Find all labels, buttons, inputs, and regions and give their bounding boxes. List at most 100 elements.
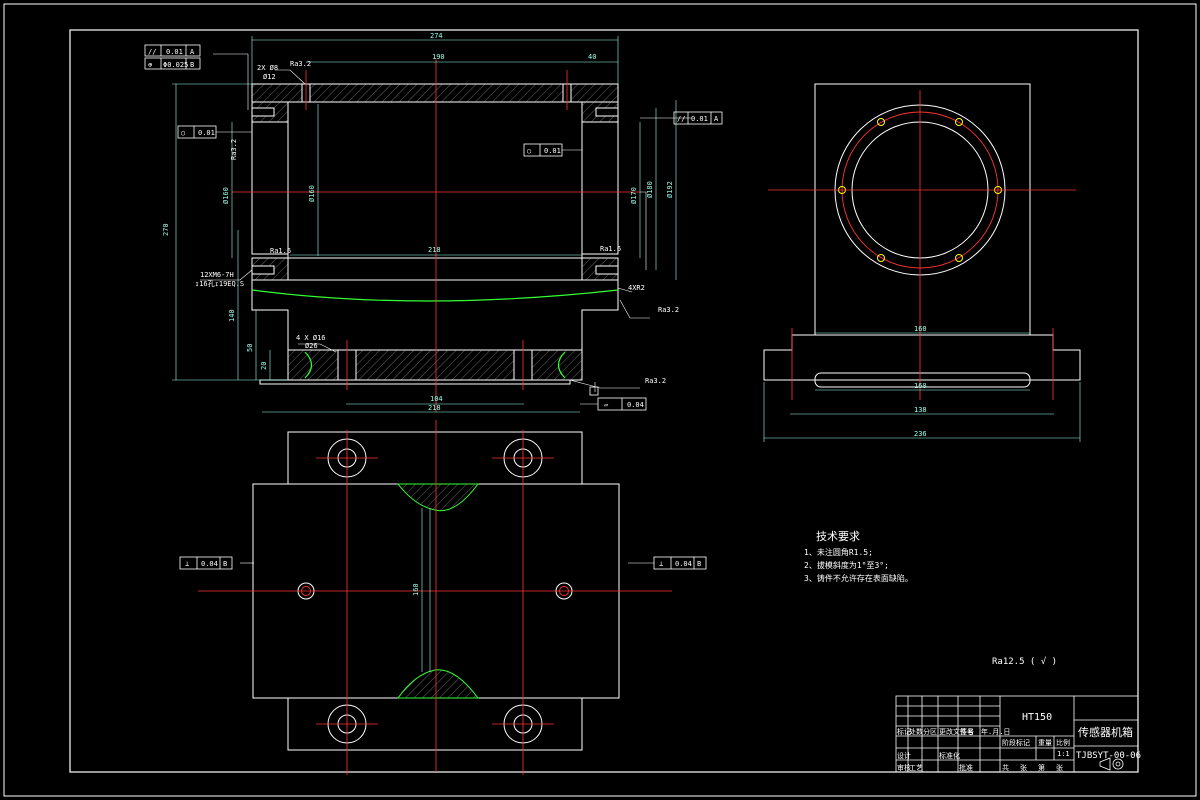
dim-phi170: Ø170 xyxy=(630,187,638,204)
dim-phi160: Ø160 xyxy=(308,185,316,202)
fcf-position-val: Φ0.025 xyxy=(163,61,188,69)
fcf-circ-mid-sym: ○ xyxy=(527,147,531,155)
tb-cell-5: 年.月.日 xyxy=(981,727,1010,736)
fcf-circ-mid-val: 0.01 xyxy=(544,147,561,155)
plan-rib-bottom xyxy=(397,669,479,699)
fcf-parallel-right xyxy=(673,111,723,125)
dim-218: 218 xyxy=(428,246,441,254)
note-ra-fillet: Ra3.2 xyxy=(658,306,679,314)
dim-phi160-left: Ø160 xyxy=(222,187,230,204)
dim-phi180: Ø180 xyxy=(646,181,654,198)
fcf-flat-val: 0.04 xyxy=(627,401,644,409)
fcf-parallel-ref: A xyxy=(190,48,195,56)
fcf-position-sym: ⊕ xyxy=(148,61,153,69)
tb-cell-2: 分区 xyxy=(923,727,937,736)
dim-104: 104 xyxy=(430,395,443,403)
tb-cell-14: 共 xyxy=(1002,763,1009,772)
dim-phi192: Ø192 xyxy=(666,181,674,198)
dim-40: 40 xyxy=(588,53,596,61)
plan-dim-line xyxy=(421,508,431,672)
dim-218b: 218 xyxy=(428,404,441,412)
side-dim-138: 138 xyxy=(914,406,927,414)
fcf-perp-right xyxy=(653,556,707,570)
tb-cell-9: 重量 xyxy=(1038,739,1052,747)
tech-item-2: 2、拔模斜度为1°至3°; xyxy=(804,560,889,570)
tb-cell-3: 更改文件号 xyxy=(939,727,974,736)
fcf-flat xyxy=(589,386,647,411)
fcf-circ-left-sym: ○ xyxy=(181,129,185,137)
break-curve-front xyxy=(251,289,619,302)
fcf-parallel-val: 0.01 xyxy=(166,48,183,56)
title-block xyxy=(895,695,1139,773)
note-ra-left: Ra1.6 xyxy=(270,247,291,255)
side-view xyxy=(763,83,1081,388)
front-dimension-lines xyxy=(172,36,677,413)
projection-symbol-icon xyxy=(1099,757,1124,771)
front-section-view xyxy=(251,83,619,385)
tech-title: 技术要求 xyxy=(816,530,860,543)
note-ra-right: Ra1.6 xyxy=(600,245,621,253)
note-thread2: ↧16孔↧19EQ.S xyxy=(195,280,244,288)
tb-cell-7: 标准化 xyxy=(939,751,960,760)
outer-frame xyxy=(3,3,1197,797)
side-dim-160: 160 xyxy=(914,325,927,333)
tech-item-1: 1、未注圆角R1.5; xyxy=(804,547,873,557)
dim-140: 140 xyxy=(228,309,236,322)
note-bottom-holes2: Ø26 xyxy=(305,342,318,350)
fcf-position-ref: B xyxy=(190,61,194,69)
fcf-parallel-right-val: 0.01 xyxy=(691,115,708,123)
fcf-parallel-top xyxy=(144,44,201,70)
dim-270: 270 xyxy=(162,223,170,236)
note-holes-top: 2X Ø8 xyxy=(257,64,278,72)
plan-rib-top xyxy=(396,483,479,512)
dim-190: 190 xyxy=(432,53,445,61)
tb-cell-1: 处数 xyxy=(909,727,923,736)
fcf-perp-right-sym: ⊥ xyxy=(659,560,663,568)
fcf-parallel-sym: // xyxy=(148,48,156,56)
note-ra-bottom: Ra3.2 xyxy=(645,377,666,385)
side-dim-160b: 160 xyxy=(914,382,927,390)
fcf-circ-left xyxy=(177,125,217,139)
tb-cell-16: 第 xyxy=(1038,763,1045,772)
plan-dim-160: 160 xyxy=(412,583,420,596)
title-scale: 1:1 xyxy=(1057,750,1070,758)
dim-50: 50 xyxy=(246,344,254,352)
title-material: HT150 xyxy=(1022,712,1052,723)
tb-cell-17: 张 xyxy=(1056,763,1063,772)
dim-20: 20 xyxy=(260,362,268,370)
roughness-note: Ra12.5 ( √ ) xyxy=(992,656,1057,667)
fcf-perp-right-ref: B xyxy=(697,560,701,568)
fcf-circ-mid xyxy=(523,143,563,157)
title-name: 传感器机箱 xyxy=(1078,725,1133,739)
tb-cell-4: 签名 xyxy=(960,727,974,736)
tb-cell-8: 阶段标记 xyxy=(1002,738,1030,747)
tb-cell-0: 标记 xyxy=(897,727,911,736)
side-dim-236: 236 xyxy=(914,430,927,438)
dim-274: 274 xyxy=(430,32,443,40)
tb-cell-15: 张 xyxy=(1020,763,1027,772)
note-ra-top: Ra3.2 xyxy=(290,60,311,68)
title-code: TJBSYT-00-06 xyxy=(1076,751,1141,761)
break-curve-base xyxy=(304,351,313,379)
note-bottom-holes: 4 X Ø16 xyxy=(296,334,326,342)
inner-frame xyxy=(69,29,1139,773)
note-ra-wall: Ra3.2 xyxy=(230,139,238,160)
note-fillet: 4XR2 xyxy=(628,284,645,292)
fcf-perp-left xyxy=(179,556,233,570)
note-thread: 12XM6-7H xyxy=(200,271,234,279)
fcf-parallel-right-sym: // xyxy=(677,115,685,123)
fcf-flat-sym: ▱ xyxy=(604,401,609,409)
tech-item-3: 3、铸件不允许存在表面缺陷。 xyxy=(804,573,913,583)
tb-cell-11: 审核 xyxy=(897,763,911,772)
fcf-perp-left-val: 0.04 xyxy=(201,560,218,568)
break-curve-base2 xyxy=(557,351,566,379)
fcf-perp-left-sym: ⊥ xyxy=(185,560,189,568)
fcf-perp-right-val: 0.04 xyxy=(675,560,692,568)
side-dimension-lines xyxy=(763,332,1081,442)
leader-lines xyxy=(200,53,692,564)
tb-cell-6: 设计 xyxy=(897,751,911,760)
tb-cell-10: 比例 xyxy=(1056,738,1070,747)
tb-cell-12: 工艺 xyxy=(909,764,923,772)
fcf-circ-left-val: 0.01 xyxy=(198,129,215,137)
